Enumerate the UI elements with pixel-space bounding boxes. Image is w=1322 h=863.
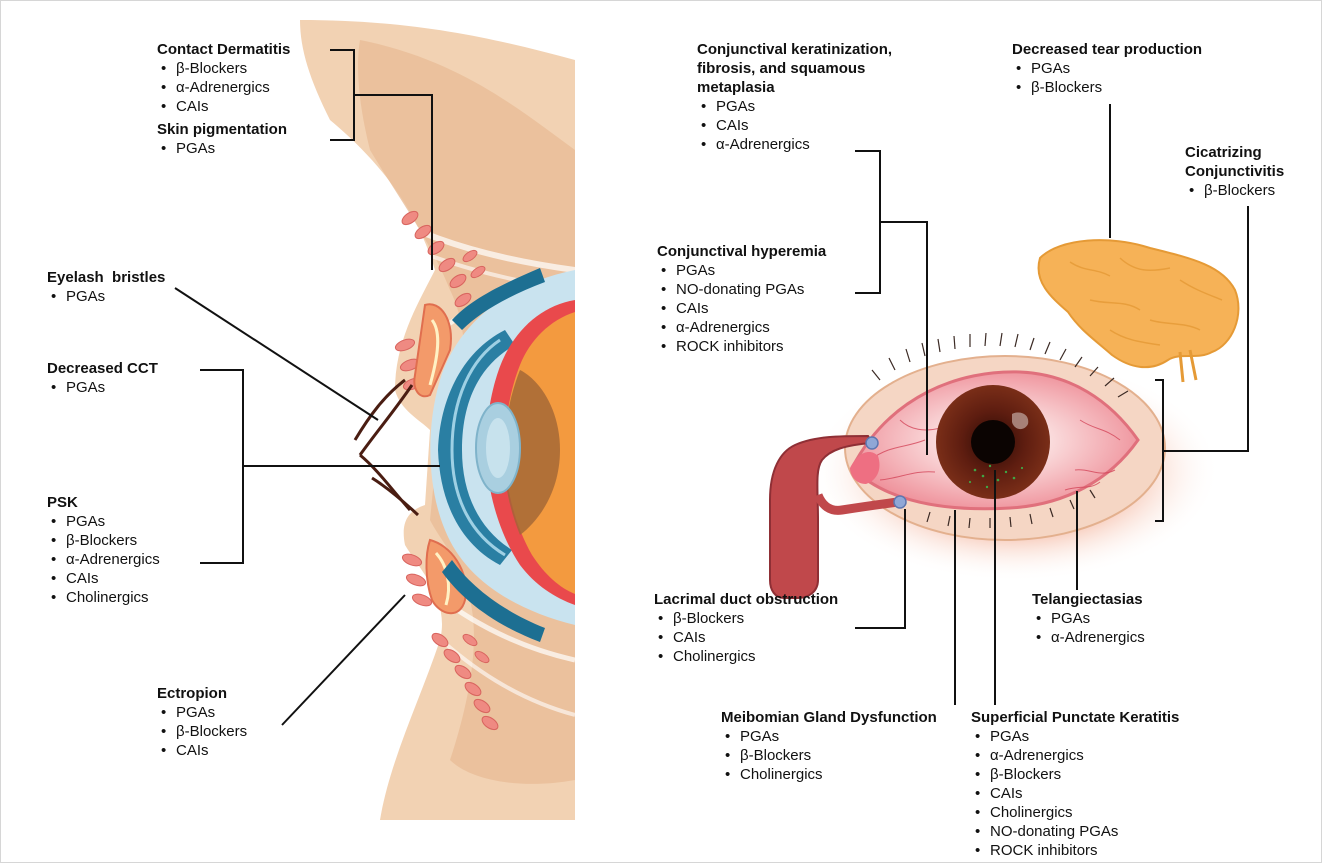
- list-item: NO-donating PGAs: [657, 280, 826, 299]
- list-item: Cholinergics: [654, 647, 838, 666]
- cicatrizing-conjunctivitis-heading-line2: Conjunctivitis: [1185, 162, 1284, 181]
- list-item: NO-donating PGAs: [971, 822, 1179, 841]
- ectropion-label: Ectropion PGAs β-Blockers CAIs: [157, 684, 247, 760]
- lacrimal-duct-obstruction-label: Lacrimal duct obstruction β-Blockers CAI…: [654, 590, 838, 666]
- list-item: β-Blockers: [1012, 78, 1202, 97]
- list-item: β-Blockers: [157, 59, 290, 78]
- list-item: β-Blockers: [654, 609, 838, 628]
- list-item: PGAs: [157, 703, 247, 722]
- list-item: Cholinergics: [721, 765, 937, 784]
- list-item: CAIs: [697, 116, 892, 135]
- list-item: β-Blockers: [157, 722, 247, 741]
- superficial-punctate-keratitis-label: Superficial Punctate Keratitis PGAs α-Ad…: [971, 708, 1179, 860]
- conjunctival-hyperemia-heading: Conjunctival hyperemia: [657, 242, 826, 261]
- leader-cct-psk: [200, 370, 243, 563]
- lacrimal-duct-obstruction-heading: Lacrimal duct obstruction: [654, 590, 838, 609]
- cicatrizing-conjunctivitis-heading-line1: Cicatrizing: [1185, 143, 1284, 162]
- list-item: β-Blockers: [1185, 181, 1284, 200]
- conjunctival-hyperemia-label: Conjunctival hyperemia PGAs NO-donating …: [657, 242, 826, 356]
- eyelash-bristles-label: Eyelash bristles PGAs: [47, 268, 165, 306]
- list-item: PGAs: [697, 97, 892, 116]
- list-item: ROCK inhibitors: [971, 841, 1179, 860]
- list-item: β-Blockers: [721, 746, 937, 765]
- leader-ectropion: [282, 595, 405, 725]
- list-item: PGAs: [47, 378, 158, 397]
- eyelid-cross-section: [300, 20, 575, 828]
- decreased-tear-production-label: Decreased tear production PGAs β-Blocker…: [1012, 40, 1202, 97]
- psk-heading: PSK: [47, 493, 160, 512]
- superficial-punctate-keratitis-heading: Superficial Punctate Keratitis: [971, 708, 1179, 727]
- skin-pigmentation-heading: Skin pigmentation: [157, 120, 287, 139]
- telangiectasias-heading: Telangiectasias: [1032, 590, 1145, 609]
- list-item: PGAs: [47, 287, 165, 306]
- decreased-cct-label: Decreased CCT PGAs: [47, 359, 158, 397]
- list-item: α-Adrenergics: [697, 135, 892, 154]
- leader-keratinization-hyperemia: [855, 151, 880, 293]
- list-item: PGAs: [721, 727, 937, 746]
- cicatrizing-conjunctivitis-label: Cicatrizing Conjunctivitis β-Blockers: [1185, 143, 1284, 200]
- list-item: CAIs: [157, 741, 247, 760]
- list-item: α-Adrenergics: [157, 78, 290, 97]
- list-item: α-Adrenergics: [657, 318, 826, 337]
- list-item: α-Adrenergics: [1032, 628, 1145, 647]
- list-item: CAIs: [157, 97, 290, 116]
- list-item: α-Adrenergics: [971, 746, 1179, 765]
- contact-dermatitis-label: Contact Dermatitis β-Blockers α-Adrenerg…: [157, 40, 290, 116]
- list-item: PGAs: [47, 512, 160, 531]
- list-item: PGAs: [1032, 609, 1145, 628]
- skin-pigmentation-label: Skin pigmentation PGAs: [157, 120, 287, 158]
- list-item: CAIs: [657, 299, 826, 318]
- list-item: α-Adrenergics: [47, 550, 160, 569]
- list-item: β-Blockers: [47, 531, 160, 550]
- eyelash-bristles-heading: Eyelash bristles: [47, 268, 165, 287]
- list-item: PGAs: [1012, 59, 1202, 78]
- decreased-cct-heading: Decreased CCT: [47, 359, 158, 378]
- meibomian-gland-dysfunction-heading: Meibomian Gland Dysfunction: [721, 708, 937, 727]
- contact-dermatitis-heading: Contact Dermatitis: [157, 40, 290, 59]
- list-item: β-Blockers: [971, 765, 1179, 784]
- list-item: PGAs: [157, 139, 287, 158]
- ectropion-heading: Ectropion: [157, 684, 247, 703]
- meibomian-gland-dysfunction-label: Meibomian Gland Dysfunction PGAs β-Block…: [721, 708, 937, 784]
- list-item: CAIs: [654, 628, 838, 647]
- psk-label: PSK PGAs β-Blockers α-Adrenergics CAIs C…: [47, 493, 160, 607]
- telangiectasias-label: Telangiectasias PGAs α-Adrenergics: [1032, 590, 1145, 647]
- list-item: ROCK inhibitors: [657, 337, 826, 356]
- list-item: Cholinergics: [47, 588, 160, 607]
- list-item: Cholinergics: [971, 803, 1179, 822]
- list-item: CAIs: [47, 569, 160, 588]
- conjunctival-keratinization-heading-line2: fibrosis, and squamous: [697, 59, 892, 78]
- decreased-tear-production-heading: Decreased tear production: [1012, 40, 1202, 59]
- conjunctival-keratinization-heading-line1: Conjunctival keratinization,: [697, 40, 892, 59]
- list-item: PGAs: [971, 727, 1179, 746]
- conjunctival-keratinization-heading-line3: metaplasia: [697, 78, 892, 97]
- list-item: CAIs: [971, 784, 1179, 803]
- leader-eyelash: [175, 288, 378, 420]
- list-item: PGAs: [657, 261, 826, 280]
- conjunctival-keratinization-label: Conjunctival keratinization, fibrosis, a…: [697, 40, 892, 154]
- frontal-eye-illustration: [770, 240, 1238, 598]
